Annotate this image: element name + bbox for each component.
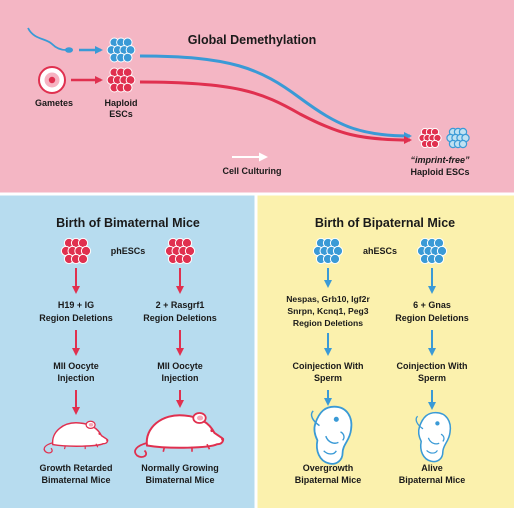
- ahescs-label: ahESCs: [363, 246, 397, 256]
- injection-label: MII Oocyte: [53, 361, 99, 371]
- sperm-icon: [27, 27, 73, 53]
- injection-label: MII Oocyte: [157, 361, 203, 371]
- cell-cluster-icon: [106, 67, 136, 93]
- deletion-label: Snrpn, Kcnq1, Peg3: [287, 306, 368, 316]
- bipaternal-panel: [256, 194, 514, 508]
- bipaternal-title: Birth of Bipaternal Mice: [315, 216, 455, 230]
- deletion-label: Region Deletions: [293, 318, 363, 328]
- deletion-label: H19 + IG: [58, 300, 94, 310]
- outcome-label: Alive: [421, 463, 443, 473]
- deletion-label: Nespas, Grb10, Igf2r: [286, 294, 370, 304]
- injection-label: Sperm: [314, 373, 342, 383]
- top-title: Global Demethylation: [188, 33, 317, 47]
- cell-cluster-icon: [106, 37, 136, 63]
- demethylation-curve-red: [139, 80, 412, 144]
- top-panel: [0, 0, 514, 194]
- outcome-label: Overgrowth: [303, 463, 354, 473]
- demethylation-curve-blue: [139, 54, 412, 140]
- bimaternal-title: Birth of Bimaternal Mice: [56, 216, 200, 230]
- outcome-label: Bipaternal Mice: [295, 475, 362, 485]
- cell-cluster-icon: [164, 237, 196, 265]
- outcome-label: Normally Growing: [141, 463, 219, 473]
- result-label-line1: “imprint-free”: [410, 155, 470, 165]
- phescs-label: phESCs: [111, 246, 146, 256]
- cell-cluster-icon: [60, 237, 92, 265]
- outcome-label: Bimaternal Mice: [41, 475, 110, 485]
- injection-label: Injection: [57, 373, 94, 383]
- haploid-label-line1: Haploid: [105, 98, 138, 108]
- deletion-label: 2 + Rasgrf1: [156, 300, 205, 310]
- injection-label: Coinjection With: [397, 361, 468, 371]
- injection-label: Sperm: [418, 373, 446, 383]
- deletion-label: 6 + Gnas: [413, 300, 451, 310]
- outcome-label: Bipaternal Mice: [399, 475, 466, 485]
- gametes-label: Gametes: [35, 98, 73, 108]
- deletion-label: Region Deletions: [143, 313, 217, 323]
- injection-label: Injection: [161, 373, 198, 383]
- outcome-label: Growth Retarded: [39, 463, 112, 473]
- haploid-label-line2: ESCs: [109, 109, 133, 119]
- deletion-label: Region Deletions: [39, 313, 113, 323]
- result-label-line2: Haploid ESCs: [410, 167, 469, 177]
- outcome-label: Bimaternal Mice: [145, 475, 214, 485]
- bimaternal-panel: [0, 194, 256, 508]
- deletion-label: Region Deletions: [395, 313, 469, 323]
- cell-cluster-icon: [312, 237, 344, 265]
- culturing-label: Cell Culturing: [223, 166, 282, 176]
- oocyte-icon: [38, 66, 66, 94]
- cell-cluster-icon: [416, 237, 448, 265]
- cell-cluster-icon: [446, 127, 470, 149]
- injection-label: Coinjection With: [293, 361, 364, 371]
- cell-cluster-icon: [418, 127, 442, 149]
